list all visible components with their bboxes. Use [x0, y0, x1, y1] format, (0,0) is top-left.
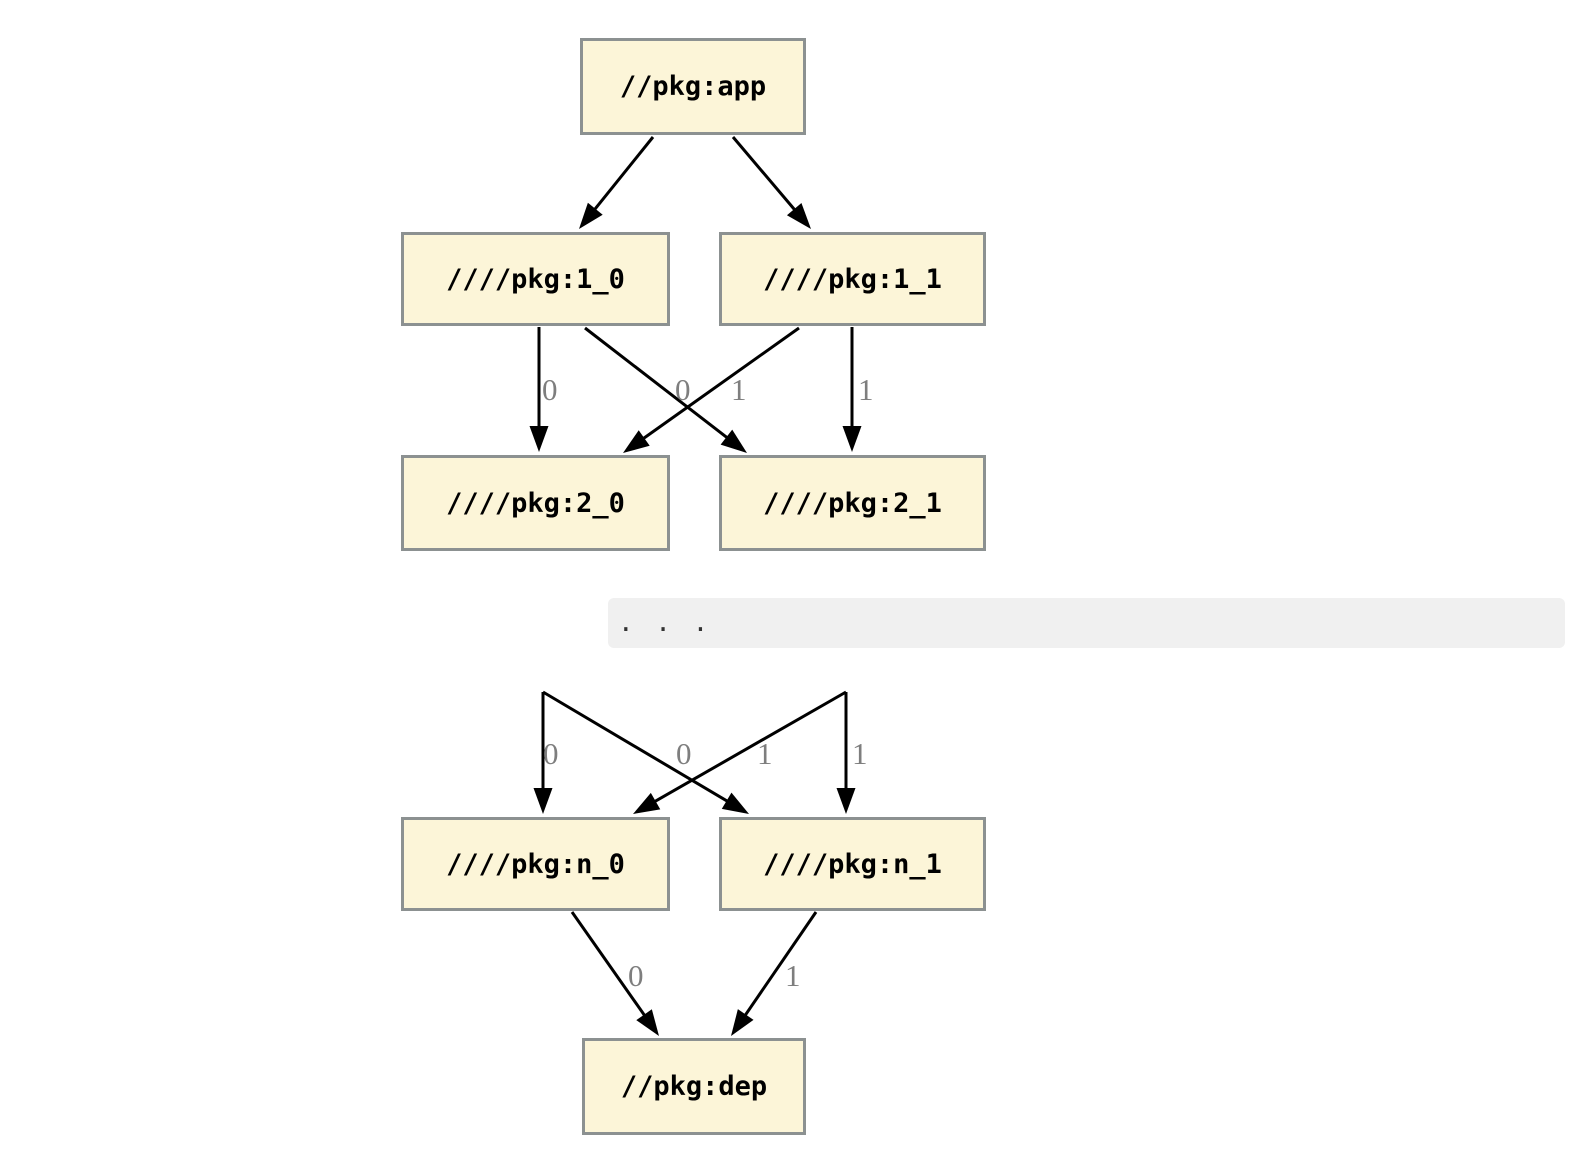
- edge-label-1_1-to-2_1: 1: [858, 372, 874, 407]
- arrowhead-icon: [623, 430, 650, 453]
- arrowhead-icon: [633, 792, 661, 814]
- node-pkg-app: //pkg:app: [580, 38, 806, 135]
- edge-label-n_0-to-dep: 0: [628, 958, 644, 993]
- arrowhead-icon: [731, 1009, 754, 1036]
- node-label: ////pkg:2_0: [446, 487, 625, 519]
- arrowhead-icon: [533, 788, 553, 814]
- edge-line-n_1-to-dep: [742, 911, 818, 1019]
- node-pkg-2-0: ////pkg:2_0: [401, 455, 670, 551]
- edge-label-elided-to-n_1: 0: [676, 736, 692, 771]
- arrowhead-icon: [721, 792, 749, 814]
- node-pkg-n-1: ////pkg:n_1: [719, 817, 986, 911]
- arrowhead-icon: [579, 202, 603, 229]
- edge-label-n_1-to-dep: 1: [785, 958, 801, 993]
- edge-line-n_0-to-dep: [570, 911, 648, 1019]
- ellipsis-separator: . . .: [608, 598, 1565, 648]
- node-pkg-1-0: ////pkg:1_0: [401, 232, 670, 326]
- edge-label-1_0-to-2_0: 0: [542, 372, 558, 407]
- edge-label-1_1-to-2_0: 1: [731, 372, 747, 407]
- arrowhead-icon: [786, 203, 811, 229]
- edge-line-app-to-1_0: [591, 136, 655, 213]
- edge-label-elided-to-n_1: 1: [852, 736, 868, 771]
- node-label: ////pkg:n_0: [446, 848, 625, 880]
- arrowhead-icon: [720, 429, 747, 453]
- node-pkg-2-1: ////pkg:2_1: [719, 455, 986, 551]
- arrowhead-icon: [529, 426, 549, 452]
- node-label: ////pkg:1_1: [763, 263, 942, 295]
- node-label: //pkg:dep: [620, 1071, 768, 1102]
- node-label: ////pkg:1_0: [446, 263, 625, 295]
- edge-line-1_0-to-2_1: [584, 326, 731, 441]
- ellipsis-text: . . .: [618, 608, 712, 638]
- node-pkg-dep: //pkg:dep: [582, 1038, 806, 1135]
- edge-label-1_0-to-2_1: 0: [675, 372, 691, 407]
- edge-line-1_1-to-2_0: [640, 326, 800, 442]
- node-label: ////pkg:2_1: [763, 487, 942, 519]
- edge-label-elided-to-n_0: 1: [757, 736, 773, 771]
- node-pkg-n-0: ////pkg:n_0: [401, 817, 670, 911]
- edge-line-app-to-1_1: [731, 136, 798, 214]
- node-pkg-1-1: ////pkg:1_1: [719, 232, 986, 326]
- node-label: ////pkg:n_1: [763, 848, 942, 880]
- node-label: //pkg:app: [619, 71, 767, 102]
- arrowhead-icon: [836, 788, 856, 814]
- edge-line-elided-to-n_0: [651, 690, 847, 805]
- edge-line-elided-to-n_1: [542, 690, 731, 805]
- arrowhead-icon: [636, 1009, 659, 1036]
- edge-label-elided-to-n_0: 0: [543, 736, 559, 771]
- arrowhead-icon: [842, 426, 862, 452]
